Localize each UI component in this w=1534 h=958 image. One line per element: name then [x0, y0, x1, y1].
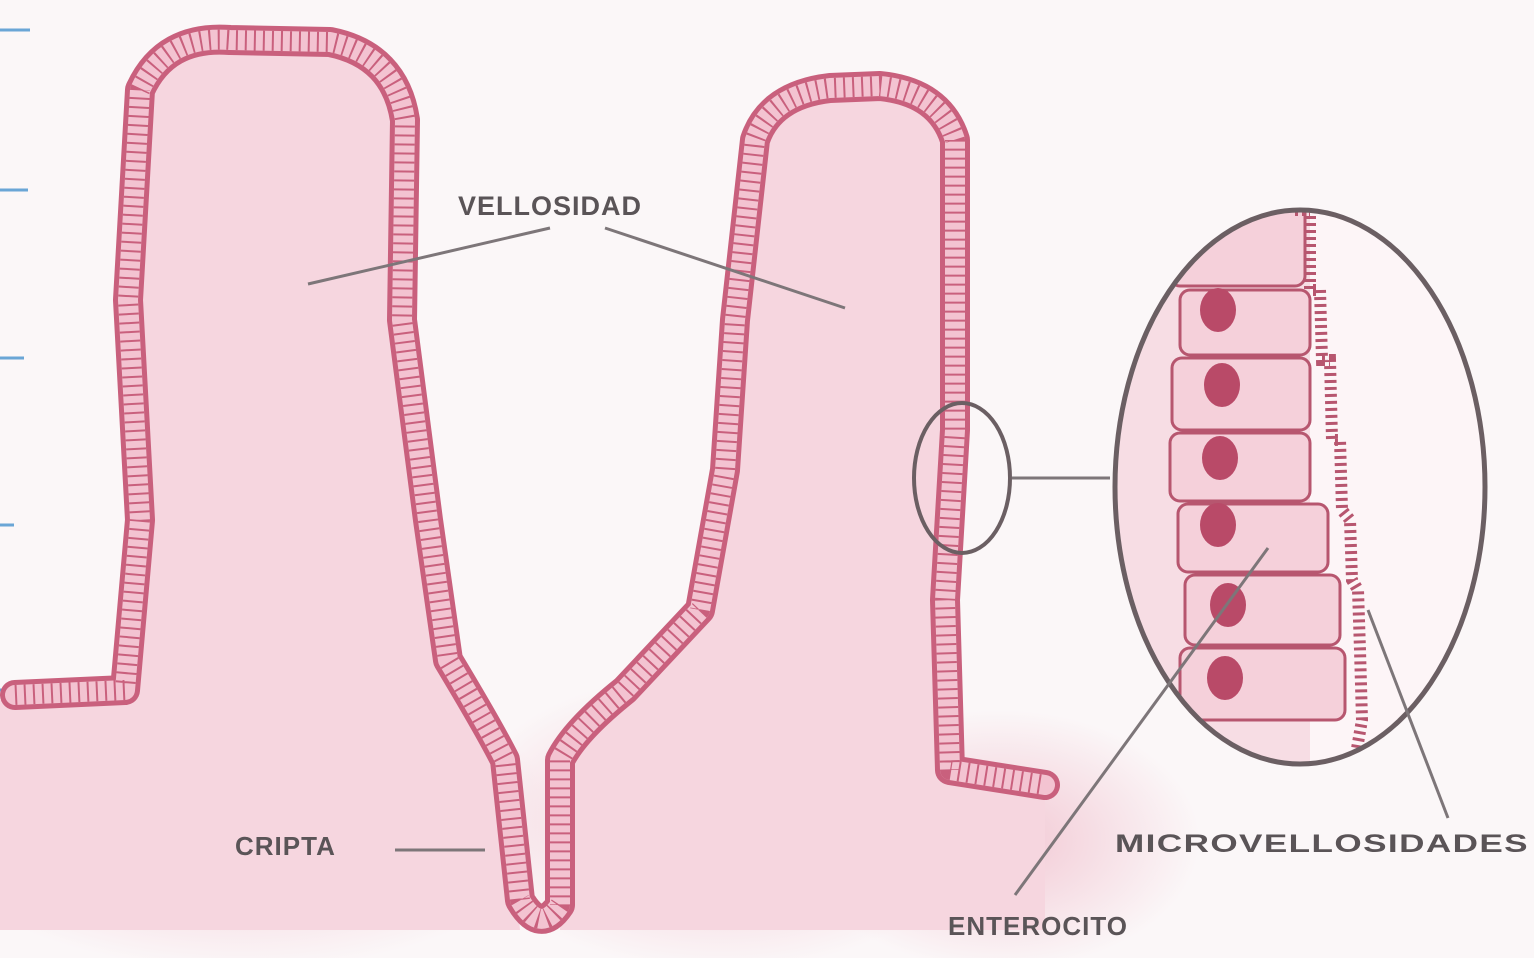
left-edge-ticks — [0, 30, 30, 690]
label-microvellosidades: MICROVELLOSIDADES — [1115, 830, 1529, 858]
villus-core-left — [0, 40, 520, 930]
label-cripta: CRIPTA — [235, 831, 336, 861]
label-enterocito: ENTEROCITO — [948, 911, 1128, 941]
zoom-view — [1110, 200, 1485, 800]
label-vellosidad: VELLOSIDAD — [458, 191, 642, 221]
